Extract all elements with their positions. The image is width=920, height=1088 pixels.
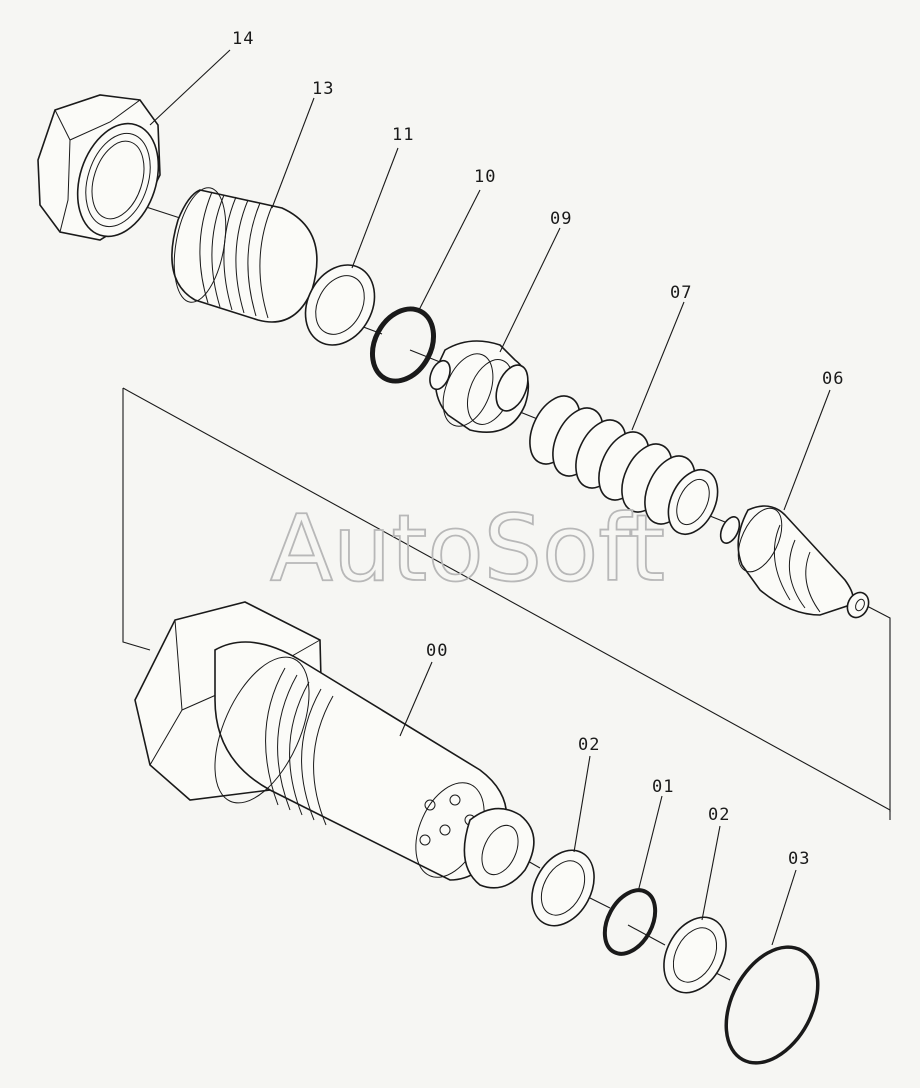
- callout-07: 07: [670, 283, 692, 303]
- callout-02-first: 02: [578, 735, 600, 755]
- leader-lines: [149, 49, 831, 946]
- callout-13: 13: [312, 79, 334, 99]
- callout-14: 14: [232, 29, 254, 49]
- callout-10: 10: [474, 167, 496, 187]
- callout-02-second: 02: [708, 805, 730, 825]
- hex-nut-part: [37, 94, 161, 241]
- callout-11: 11: [392, 125, 414, 145]
- watermark-text: AutoSoft: [270, 495, 665, 602]
- o-ring-part-03: [724, 945, 820, 1065]
- piston-part: [429, 340, 530, 434]
- threaded-sleeve-part: [171, 187, 318, 323]
- washer-part-02-first: [531, 849, 595, 927]
- callout-00: 00: [426, 641, 448, 661]
- callout-labels: 14 13 11 10 09 07 06 00 02 01 02 03: [232, 29, 844, 869]
- valve-body-part: [134, 601, 535, 889]
- o-ring-part-01: [602, 888, 658, 956]
- poppet-part: [719, 505, 870, 619]
- callout-01: 01: [652, 777, 674, 797]
- snap-ring-part: [370, 306, 436, 384]
- washer-part-11: [304, 264, 376, 346]
- washer-part-02-second: [663, 916, 727, 994]
- callout-03: 03: [788, 849, 810, 869]
- spring-part: [529, 395, 719, 535]
- callout-09: 09: [550, 209, 572, 229]
- callout-06: 06: [822, 369, 844, 389]
